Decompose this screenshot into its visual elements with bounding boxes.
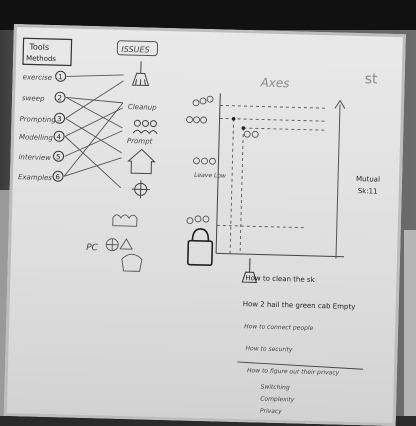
broom-icon: [132, 61, 149, 85]
whiteboard-drawing: Tools Methods ISSUES 1 exercise 2 sweep …: [0, 0, 416, 416]
tool-num-1: 1: [58, 73, 63, 81]
tool-item-2: 2 sweep: [22, 91, 65, 103]
axis-icon-cluster: [184, 96, 259, 226]
target-icon: [131, 180, 149, 198]
issue-label-cleanup: Cleanup: [128, 103, 158, 112]
tools-header-line1: Tools: [28, 42, 49, 52]
house-icon: [128, 149, 155, 174]
bottom-left-sketches: [106, 215, 143, 272]
tool-label-3: Prompting: [19, 115, 56, 124]
issue-icons: [127, 61, 159, 199]
tool-num-4: 4: [56, 133, 61, 141]
axes-chart: [216, 93, 348, 258]
tools-header: Tools Methods: [23, 38, 72, 65]
tool-num-3: 3: [57, 115, 62, 123]
axes-side-label-2: Sk:11: [358, 187, 378, 196]
note-5: How to figure out their privacy: [247, 367, 340, 376]
tool-label-4: Modelling: [19, 133, 54, 142]
people-icon: [133, 120, 157, 134]
note-4: How to security: [245, 345, 293, 353]
bottom-left-note: PC: [86, 243, 99, 253]
issue-label-prompt: Prompt: [127, 137, 153, 146]
tools-header-line2: Methods: [26, 54, 56, 63]
tool-item-1: 1 exercise: [23, 70, 66, 82]
note-2: How 2 hail the green cab Empty: [243, 300, 356, 311]
connection-lines: [64, 73, 124, 187]
axes-title: Axes: [259, 75, 289, 90]
tool-item-5: 5 interview: [18, 150, 63, 162]
axes-side-label-1: Mutual: [356, 175, 380, 184]
tool-num-5: 5: [56, 153, 61, 161]
note-3: How to connect people: [244, 323, 314, 332]
axes-corner-label: st: [364, 71, 378, 87]
tool-num-2: 2: [57, 94, 62, 102]
tool-num-6: 6: [55, 173, 60, 181]
tool-label-6: Examples: [18, 173, 53, 182]
tool-item-3: 3 Prompting: [19, 112, 64, 124]
issues-header: ISSUES: [117, 41, 157, 56]
axis-note: Leave Low: [194, 172, 226, 180]
tool-label-2: sweep: [22, 94, 45, 103]
lock-icon: [188, 229, 213, 266]
tool-label-5: interview: [18, 153, 51, 162]
issues-header-text: ISSUES: [121, 45, 149, 55]
tool-item-4: 4 Modelling: [19, 130, 64, 142]
bullet-notes: How to clean the sk How 2 hail the green…: [236, 274, 366, 416]
tools-list: 1 exercise 2 sweep 3 Prompting 4 Modelli…: [18, 70, 66, 182]
note-8: Privacy: [260, 408, 282, 416]
tool-item-6: 6 Examples: [18, 170, 63, 182]
note-7: Complexity: [260, 396, 295, 404]
note-6: Switching: [260, 384, 289, 392]
tool-label-1: exercise: [23, 73, 53, 82]
